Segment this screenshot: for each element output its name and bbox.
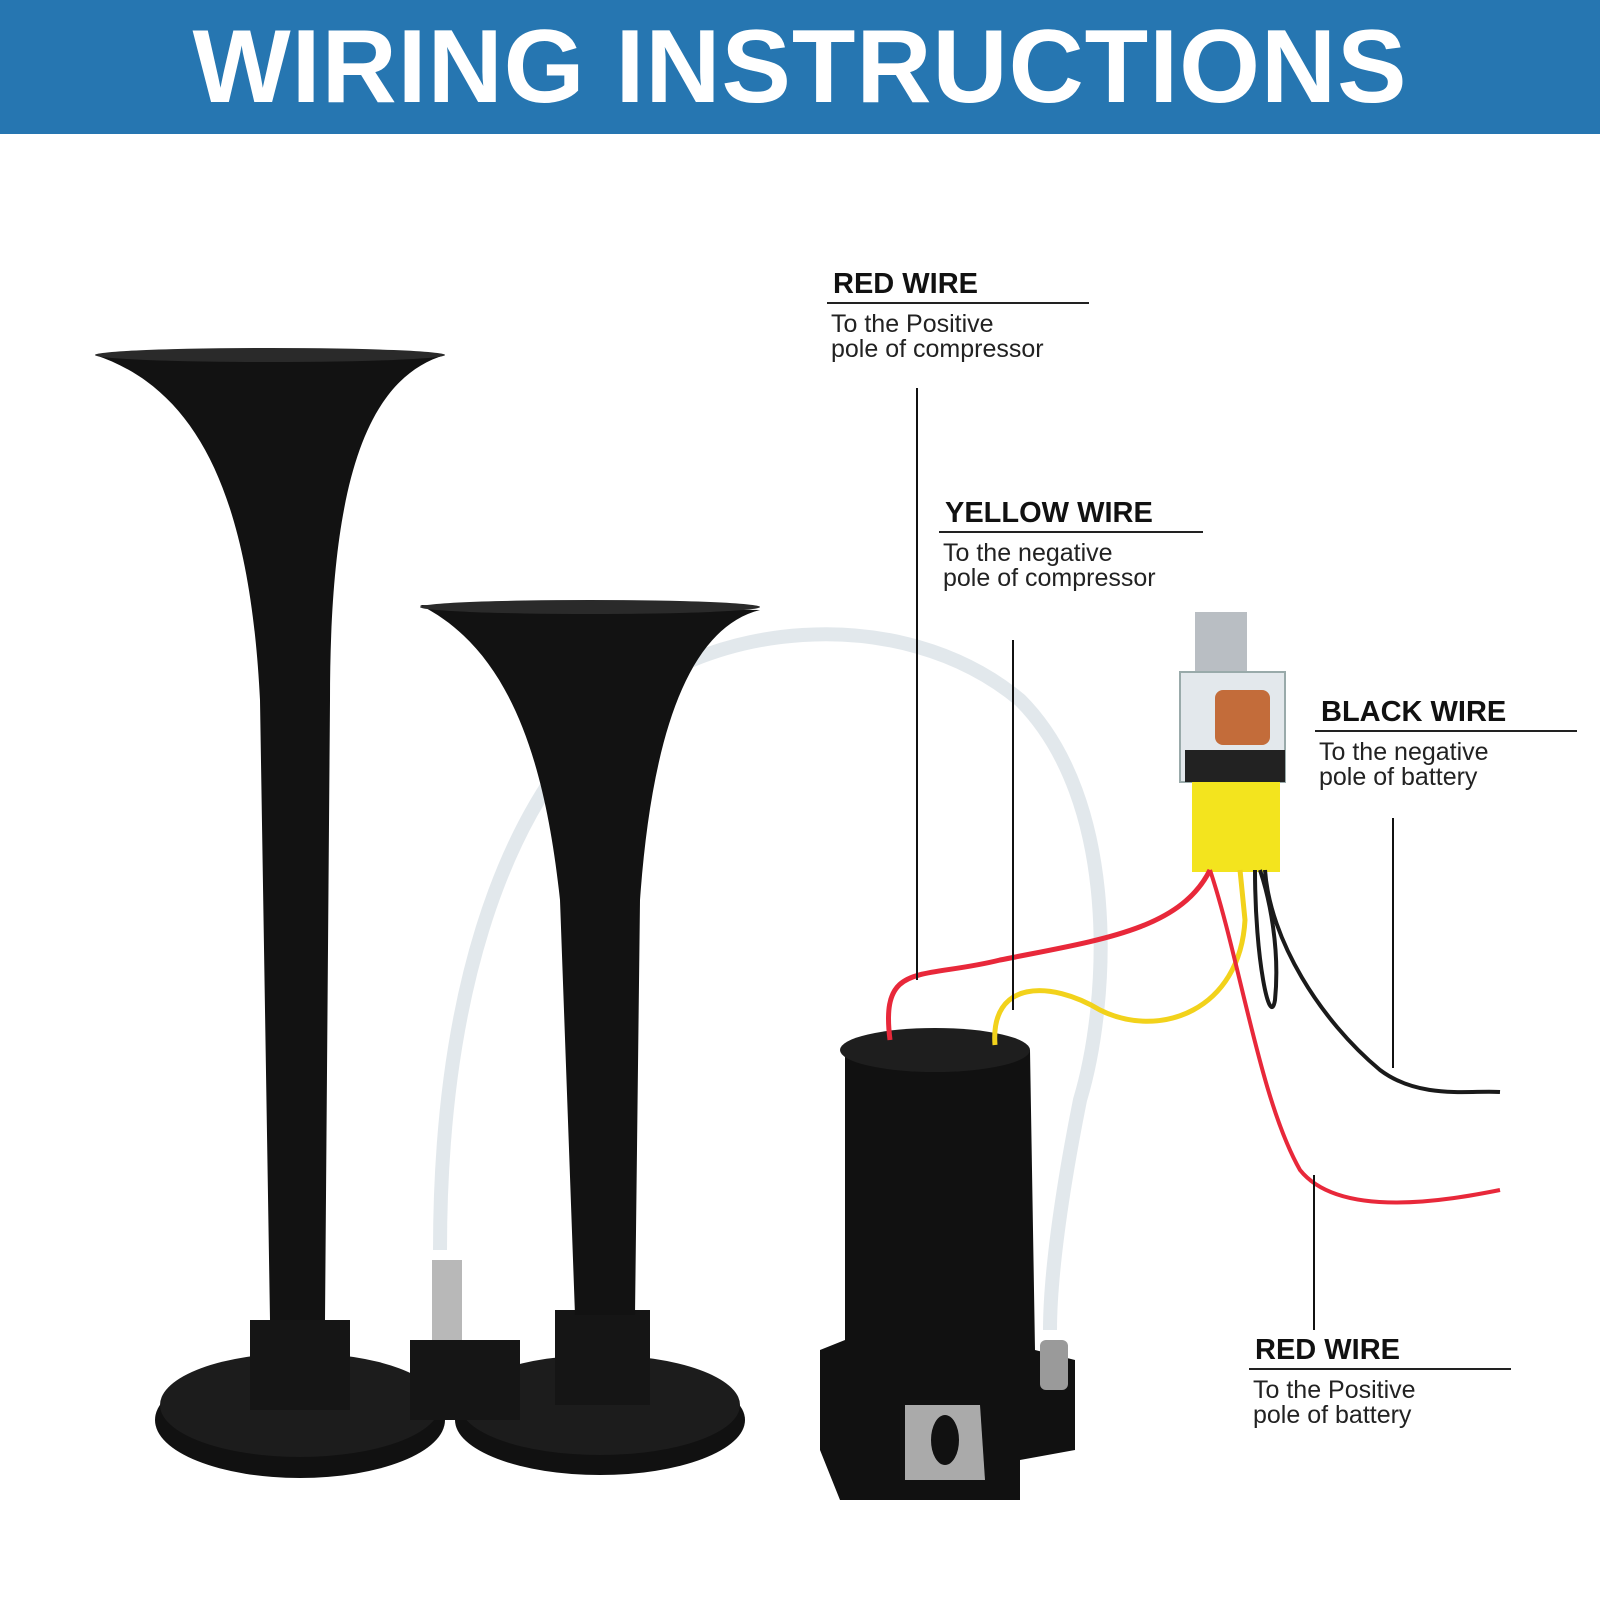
red-wire-battery [1208, 869, 1501, 1205]
label-title: YELLOW WIRE [939, 497, 1203, 533]
label-red-wire-battery: RED WIRE To the Positive pole of battery [1249, 1334, 1511, 1428]
label-line2: pole of battery [1319, 763, 1478, 791]
label-line1: To the Positive [831, 310, 994, 338]
tall-horn [95, 348, 445, 1478]
label-title: RED WIRE [827, 268, 1089, 304]
compressor [820, 1028, 1075, 1500]
relay [1179, 612, 1286, 872]
label-black-wire: BLACK WIRE To the negative pole of batte… [1315, 696, 1577, 790]
air-tube [433, 627, 1108, 1331]
red-wire-compressor [886, 868, 1213, 1041]
yellow-wire-compressor [992, 869, 1248, 1046]
label-line1: To the negative [943, 539, 1113, 567]
label-yellow-wire: YELLOW WIRE To the negative pole of comp… [939, 497, 1203, 591]
black-wire-loop [1253, 869, 1279, 1009]
label-line2: pole of compressor [943, 564, 1156, 592]
black-wire-battery [1263, 869, 1501, 1095]
label-title: BLACK WIRE [1315, 696, 1577, 732]
label-red-wire-compressor: RED WIRE To the Positive pole of compres… [827, 268, 1089, 362]
label-line2: pole of battery [1253, 1401, 1412, 1429]
page-title: WIRING INSTRUCTIONS [192, 8, 1408, 125]
label-line1: To the negative [1319, 738, 1489, 766]
short-horn [410, 600, 760, 1475]
label-line2: pole of compressor [831, 335, 1044, 363]
label-title: RED WIRE [1249, 1334, 1511, 1370]
label-line1: To the Positive [1253, 1376, 1416, 1404]
header-banner: WIRING INSTRUCTIONS [0, 0, 1600, 134]
